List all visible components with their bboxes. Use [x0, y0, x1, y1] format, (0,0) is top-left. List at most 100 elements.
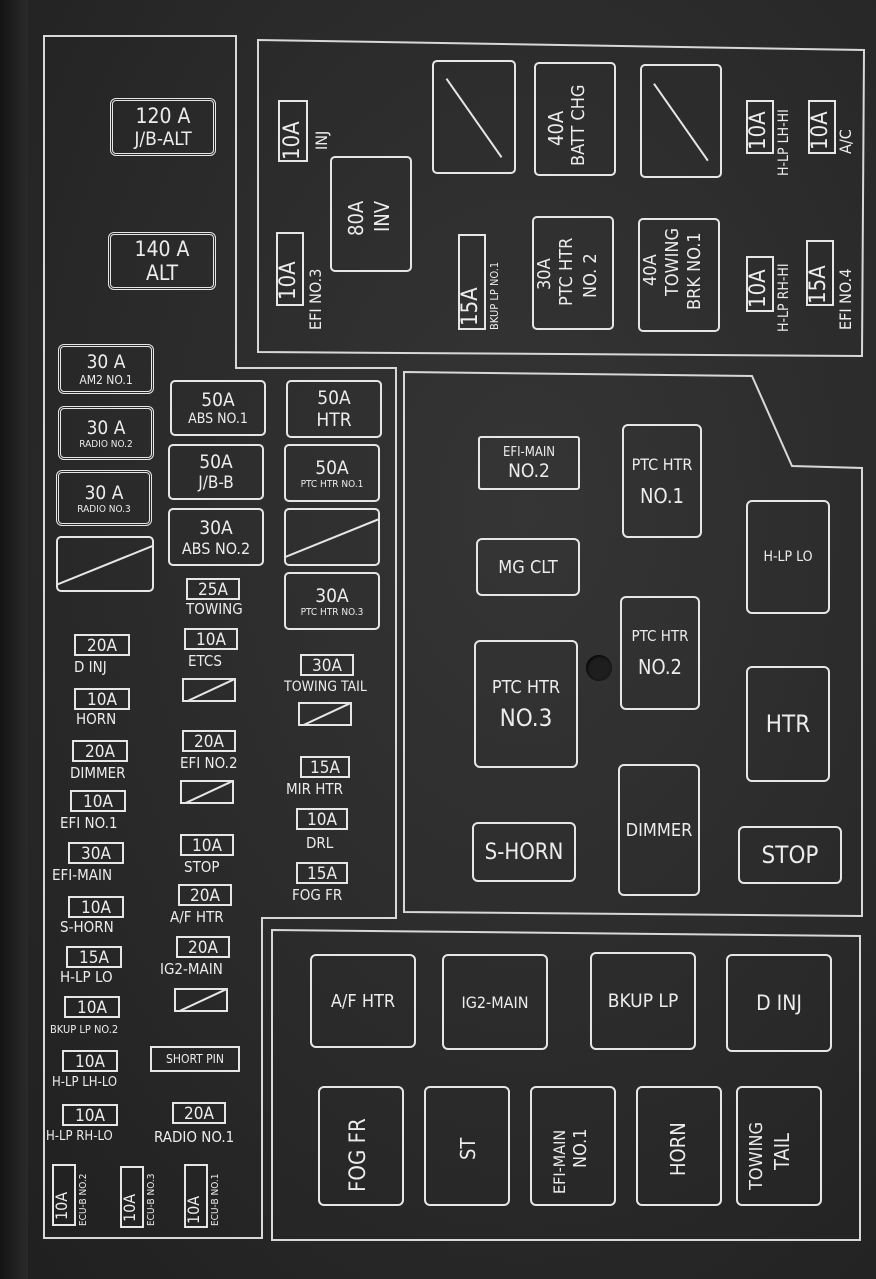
spare-mini-slot-3[interactable] [174, 988, 228, 1012]
mini-fuse-10a-hlp-lh-lo[interactable]: 10A [62, 1050, 118, 1072]
spare-slot-left-1[interactable] [56, 536, 154, 592]
fuse-amp: 10A [83, 792, 113, 812]
relay-stop[interactable]: STOP [738, 826, 842, 884]
fuse-amp: 20A [190, 886, 220, 906]
fuse-name: J/B-ALT [134, 128, 192, 150]
mini-fuse-10a-s-horn[interactable]: 10A [68, 896, 124, 918]
relay-af-htr[interactable]: A/F HTR [310, 954, 416, 1048]
fuse-40a-batt-chg[interactable] [534, 62, 616, 176]
mini-fuse-10a-horn[interactable]: 10A [74, 688, 130, 710]
fuse-amp: 30A [81, 844, 111, 864]
fuse-30a-ptc-htr-no2[interactable] [532, 216, 614, 330]
mini-fuse-10a-drl[interactable]: 10A [296, 808, 348, 830]
spare-mini-slot-2[interactable] [180, 780, 234, 804]
spare-mini-slot-1[interactable] [182, 678, 236, 702]
mini-fuse-10a-stop[interactable]: 10A [180, 834, 234, 856]
relay-label: PTC HTR [491, 676, 561, 698]
spare-slot-left-2[interactable] [284, 508, 380, 566]
relay-label: STOP [761, 841, 819, 869]
mini-fuse-10a-ecu-b-no1[interactable] [184, 1164, 208, 1228]
relay-st[interactable] [424, 1086, 510, 1206]
fuse-name-hlp-lo: H-LP LO [60, 968, 113, 986]
relay-ptc-htr-no3[interactable]: PTC HTR NO.3 [474, 640, 578, 768]
fuse-name-efi-no1: EFI NO.1 [60, 814, 118, 832]
mini-fuse-20a-dimmer[interactable]: 20A [72, 740, 128, 762]
relay-efi-main-no2[interactable]: EFI-MAIN NO.2 [478, 436, 580, 490]
mini-fuse-20a-af-htr[interactable]: 20A [178, 884, 232, 906]
mini-fuse-20a-d-inj[interactable]: 20A [74, 634, 130, 656]
fuse-140a-alt[interactable]: 140 A ALT [108, 232, 216, 290]
fuse-50a-abs-no1[interactable]: 50A ABS NO.1 [170, 380, 266, 436]
fuse-inj-name: INJ [312, 130, 331, 150]
mini-fuse-20a-radio-no1[interactable]: 20A [172, 1102, 226, 1124]
spare-mini-slot-4[interactable] [298, 702, 352, 726]
relay-bkup-lp[interactable]: BKUP LP [590, 952, 696, 1050]
relay-d-inj[interactable]: D INJ [726, 954, 832, 1052]
fuse-amp: 50A [317, 387, 351, 409]
fuse-50a-htr[interactable]: 50A HTR [286, 380, 382, 438]
relay-label: D INJ [756, 991, 802, 1015]
fuse-15a-bkup-lp-no1[interactable] [458, 234, 486, 330]
mini-fuse-15a-hlp-lo[interactable]: 15A [66, 946, 122, 968]
relay-label: HTR [765, 710, 811, 738]
fuse-30a-radio-no3[interactable]: 30 A RADIO NO.3 [56, 470, 152, 526]
relay-hlp-lo[interactable]: H-LP LO [746, 500, 830, 614]
relay-fog-fr[interactable] [318, 1086, 404, 1206]
fuse-30a-ptc-htr-no3[interactable]: 30A PTC HTR NO.3 [284, 572, 380, 630]
fuse-80a-inv[interactable] [330, 156, 412, 272]
fuse-10a-efi-no3[interactable] [276, 232, 304, 306]
mini-fuse-10a-ecu-b-no3[interactable] [120, 1166, 144, 1228]
fuse-ecu-b-no1-amp: 10A [184, 1195, 203, 1224]
fuse-40a-towing-brk-no1[interactable] [638, 218, 720, 332]
mini-fuse-10a-etcs[interactable]: 10A [184, 628, 238, 650]
fuse-10a-hlp-rh-hi[interactable] [746, 256, 774, 312]
relay-efi-main-no1-line1: EFI-MAIN [550, 1129, 569, 1194]
fuse-50a-ptc-htr-no1[interactable]: 50A PTC HTR NO.1 [284, 444, 380, 502]
mini-fuse-15a-fog-fr[interactable]: 15A [296, 862, 348, 884]
mini-fuse-10a-ecu-b-no2[interactable] [52, 1164, 76, 1226]
relay-ptc-htr-no1[interactable]: PTC HTR NO.1 [622, 424, 702, 538]
mini-fuse-30a-efi-main[interactable]: 30A [68, 842, 124, 864]
mini-fuse-15a-mir-htr[interactable]: 15A [300, 756, 350, 778]
screw-hole [586, 655, 612, 681]
spare-slot-upper-1[interactable] [432, 60, 516, 174]
relay-ig2-main[interactable]: IG2-MAIN [442, 954, 548, 1050]
fuse-amp: 15A [307, 864, 337, 884]
fuse-10a-hlp-lh-hi[interactable] [746, 100, 774, 154]
relay-efi-main-no1[interactable] [530, 1086, 616, 1206]
mini-fuse-10a-efi-no1[interactable]: 10A [70, 790, 126, 812]
fuse-30a-abs-no2[interactable]: 30A ABS NO.2 [168, 508, 264, 566]
fuse-10a-inj[interactable] [278, 100, 308, 162]
relay-st-label: ST [456, 1137, 480, 1160]
fuse-amp: 25A [198, 580, 228, 600]
relay-label: NO.2 [638, 655, 682, 679]
relay-htr[interactable]: HTR [746, 666, 830, 782]
short-pin[interactable]: SHORT PIN [150, 1046, 240, 1072]
fuse-ecu-b-no2-name: ECU-B NO.2 [78, 1173, 89, 1226]
mini-fuse-30a-towing-tail[interactable]: 30A [300, 654, 354, 676]
fuse-efi-no3-name: EFI NO.3 [306, 268, 325, 330]
relay-label: EFI-MAIN [502, 444, 556, 460]
relay-towing-tail[interactable] [736, 1086, 822, 1206]
fuse-amp: 50A [201, 389, 235, 411]
fuse-50a-jb-b[interactable]: 50A J/B-B [168, 444, 264, 500]
fuse-10a-ac[interactable] [808, 100, 836, 154]
spare-slot-upper-2[interactable] [640, 64, 722, 178]
relay-dimmer[interactable]: DIMMER [618, 764, 700, 896]
fuse-15a-efi-no4[interactable] [806, 240, 834, 306]
relay-mg-clt[interactable]: MG CLT [476, 538, 580, 596]
mini-fuse-10a-hlp-rh-lo[interactable]: 10A [62, 1104, 118, 1126]
mini-fuse-10a-bkup-lp-no2[interactable]: 10A [64, 996, 120, 1018]
relay-s-horn[interactable]: S-HORN [472, 822, 576, 882]
mini-fuse-20a-ig2-main[interactable]: 20A [176, 936, 230, 958]
relay-ptc-htr-no2[interactable]: PTC HTR NO.2 [620, 596, 700, 710]
fuse-30a-am2-no1[interactable]: 30 A AM2 NO.1 [58, 344, 154, 394]
mini-fuse-25a-towing[interactable]: 25A [186, 578, 240, 600]
fuse-name-fog-fr: FOG FR [292, 886, 343, 904]
relay-horn[interactable] [636, 1086, 722, 1206]
fuse-amp: 20A [188, 938, 218, 958]
mini-fuse-20a-efi-no2[interactable]: 20A [182, 730, 236, 752]
fuse-ptc-htr-no2-name1: PTC HTR [556, 237, 577, 306]
fuse-120a-jb-alt[interactable]: 120 A J/B-ALT [110, 98, 216, 156]
fuse-30a-radio-no2[interactable]: 30 A RADIO NO.2 [58, 406, 154, 460]
